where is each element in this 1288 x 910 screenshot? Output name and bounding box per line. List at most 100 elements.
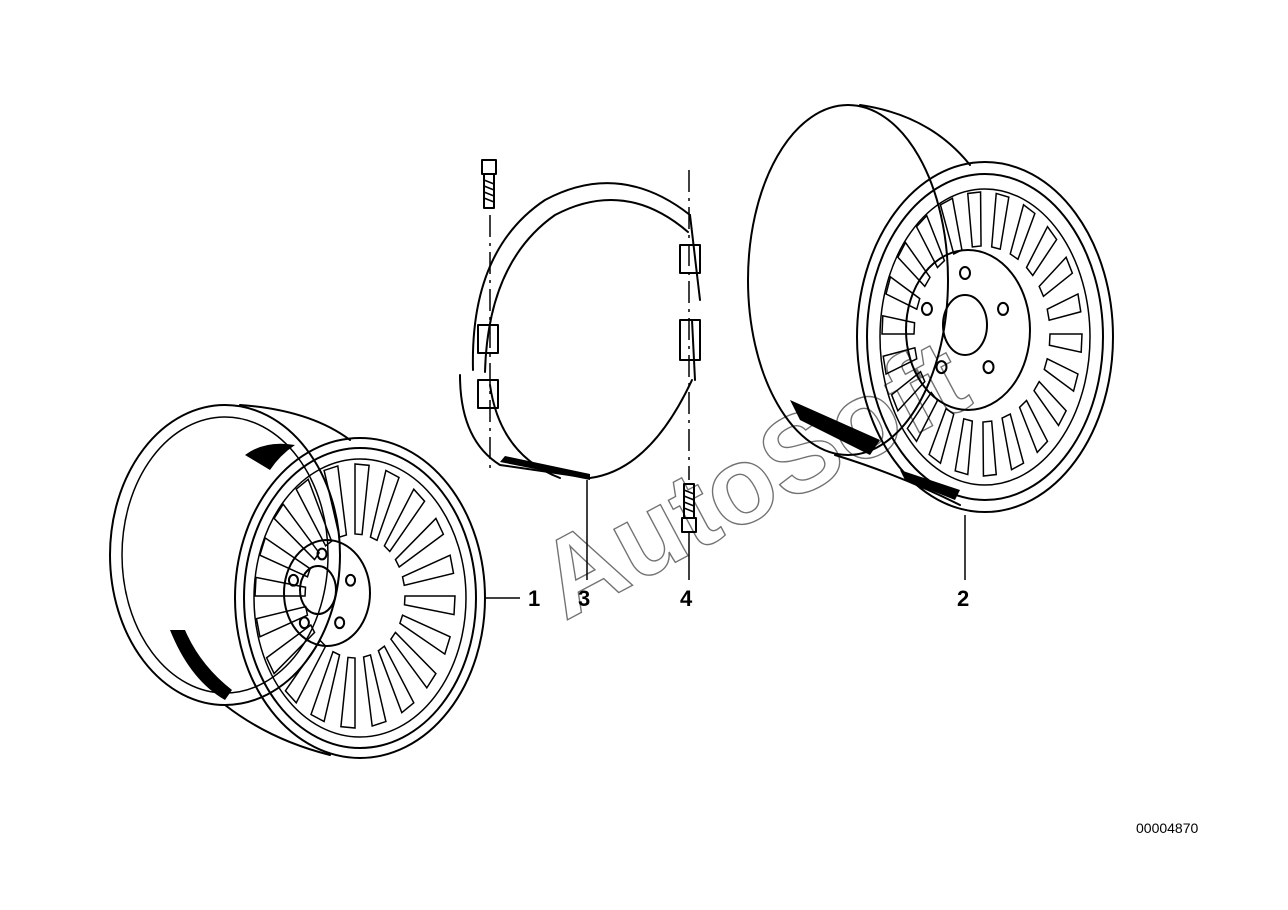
wheel-2-spoke-slot [1018, 399, 1049, 454]
wheel-2-spoke-slot [928, 407, 955, 465]
wheel-1-front-rim-lip [243, 447, 477, 749]
wheel-2-bolt-hole [920, 301, 933, 316]
wheel-1-spoke-slot [389, 631, 437, 690]
wheel-1-bolt-hole [334, 616, 346, 630]
wheel-1-spoke-ring [253, 458, 467, 738]
wheel-1-spoke-slot [394, 517, 445, 569]
wheel-2-spoke-slot [1043, 357, 1079, 393]
wheel-1-barrel-top [239, 404, 351, 441]
ring-3-right-edge [689, 214, 701, 301]
wheel-2-spoke-slot [906, 391, 939, 443]
wheel-2-bolt-hole [935, 360, 948, 375]
ring-3-upper-inner [484, 199, 689, 373]
wheel-2-spoke-slot [890, 370, 926, 413]
wheel-1-rear-rim [109, 404, 341, 706]
wheel-2-spoke-slot [1046, 292, 1082, 322]
wheel-2-shade-low [790, 400, 880, 455]
wheel-1-spoke-slot [403, 595, 456, 616]
callout-1: 1 [528, 586, 540, 611]
wheel-1-spoke-slot [255, 605, 309, 638]
wheel-2-spoke-ring [879, 188, 1091, 486]
wheel-part-1 [109, 404, 486, 759]
wheel-2-spoke-slot [966, 191, 982, 248]
wheel-1-spoke-slot [369, 469, 400, 542]
wheel-1-spoke-slot [383, 487, 426, 553]
wheel-1-spokes [254, 463, 456, 729]
wheel-2-center-bore [942, 294, 988, 356]
wheel-1-bolt-hole [298, 616, 310, 630]
wheel-1-front-rim [234, 437, 486, 759]
ring-3-upper-outer [471, 182, 691, 371]
ring-3-clip-left-lower [477, 379, 499, 409]
wheel-1-barrel-bottom [224, 704, 331, 756]
wheel-1-spoke-slot [265, 623, 316, 675]
wheel-2-barrel-bottom [834, 454, 961, 506]
wheel-2-spoke-slot [1001, 412, 1025, 471]
wheel-2-spoke-slot [954, 417, 974, 476]
wheel-1-spoke-slot [284, 639, 327, 705]
wheel-2-bolt-hole [982, 360, 995, 375]
wheel-2-spoke-slot [915, 214, 946, 269]
bolt-part-4 [681, 483, 697, 580]
wheel-1-spoke-slot [273, 502, 321, 561]
wheel-2-shade-rim [900, 470, 960, 500]
wheel-1-spoke-slot [354, 463, 370, 536]
bolt-top [481, 159, 497, 209]
wheel-2-spoke-slot [885, 275, 921, 311]
wheel-2-bolt-hole [997, 301, 1010, 316]
wheel-2-spoke-slot [1025, 225, 1058, 277]
wheel-2-spoke-slot [1038, 255, 1074, 298]
ring-3-clip-right-lower [679, 319, 701, 361]
callout-2: 2 [957, 586, 969, 611]
wheel-1-spoke-slot [362, 654, 387, 728]
wheel-2-spoke-slot [881, 314, 916, 335]
ring-3-clip-right [679, 244, 701, 274]
wheel-1-hub [283, 539, 371, 647]
bolt-4-thread [683, 489, 695, 513]
wheel-1-spoke-slot [323, 464, 348, 538]
ring-3-clip-left [477, 324, 499, 354]
wheel-1-spoke-slot [340, 656, 356, 729]
wheel-2-spoke-slot [939, 197, 963, 256]
wheel-2-spokes [881, 191, 1083, 477]
wheel-2-front-rim-lip [866, 173, 1104, 501]
ring-part-3 [459, 170, 701, 580]
wheel-2-spoke-slot [990, 192, 1010, 251]
callout-4: 4 [680, 586, 693, 611]
wheel-2-spoke-slot [1048, 333, 1083, 354]
wheel-2-disc [905, 249, 1031, 411]
ring-3-right-edge-lower [691, 319, 696, 381]
wheel-1-spoke-slot [295, 478, 333, 547]
wheel-2-spoke-slot [882, 346, 918, 376]
wheel-1-spoke-slot [254, 576, 307, 597]
bolt-top-thread [483, 179, 495, 203]
ring-3-lower-inner [489, 384, 561, 479]
wheel-1-bolt-hole [287, 573, 299, 587]
bolt-top-head [481, 159, 497, 175]
wheel-1-shade-low [170, 630, 232, 700]
wheel-2-front-rim [856, 161, 1114, 513]
wheel-part-2 [747, 104, 1114, 580]
wheel-2-spoke-slot [896, 241, 931, 288]
wheel-1-spoke-slot [377, 645, 415, 714]
wheel-2-barrel-top [859, 104, 971, 166]
wheel-1-bolt-holes [287, 547, 357, 630]
wheel-1-spoke-slot [399, 614, 452, 656]
wheel-2-spoke-slot [982, 420, 998, 477]
wheel-1-center-bore [299, 565, 337, 615]
ring-3-lower-outer [459, 374, 693, 479]
wheel-2-rear-rim [747, 104, 949, 456]
wheel-1-bolt-hole [316, 547, 328, 561]
wheel-1-spoke-slot [310, 650, 341, 723]
wheel-2-bolt-holes [920, 266, 1010, 375]
bolt-top-shank [483, 173, 495, 209]
wheel-1-spoke-slot [258, 536, 311, 578]
ring-3-shade [500, 456, 590, 480]
wheel-2-spoke-slot [1033, 380, 1068, 427]
wheel-1-spoke-slot [401, 554, 455, 587]
wheel-2-spoke-slot [1009, 203, 1036, 261]
reference-code: 00004870 [1136, 820, 1199, 836]
wheel-1-bolt-hole [345, 573, 357, 587]
callout-3: 3 [578, 586, 590, 611]
